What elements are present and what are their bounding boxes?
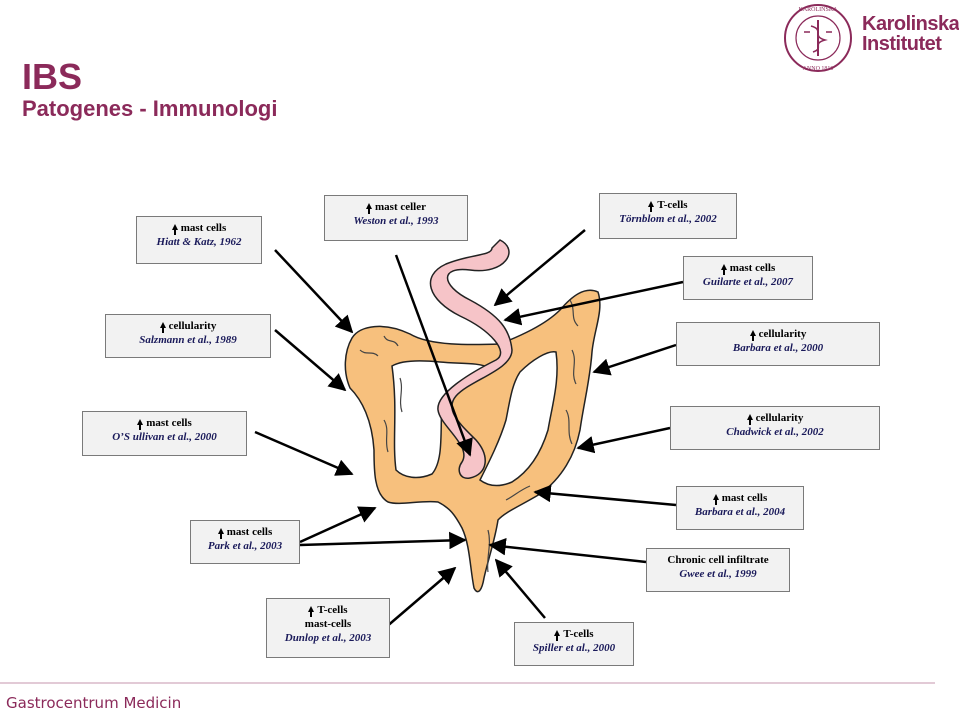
- up-arrow-icon: [217, 528, 224, 539]
- citation-box-hiatt: mast cells Hiatt & Katz, 1962: [136, 216, 262, 264]
- box-label: cellularity: [755, 412, 804, 424]
- citation-box-osullivan: mast cells O’S ullivan et al., 2000: [82, 411, 247, 456]
- footer-text: Gastrocentrum Medicin: [6, 694, 182, 712]
- box-citation: Guilarte et al., 2007: [702, 276, 794, 288]
- box-citation: Törnblom et al., 2002: [619, 213, 717, 225]
- pointer-arrows: [254, 229, 684, 629]
- citation-box-gwee: Chronic cell infiltrate Gwee et al., 199…: [646, 548, 790, 592]
- box-citation: Hiatt & Katz, 1962: [156, 236, 242, 248]
- logo-line-2: Institutet: [862, 33, 942, 55]
- citation-box-tornblom: T-cells Törnblom et al., 2002: [599, 193, 737, 239]
- up-arrow-icon: [366, 203, 372, 214]
- up-arrow-icon: [554, 630, 561, 641]
- up-arrow-icon: [746, 414, 753, 425]
- box-citation: Barbara et al., 2004: [694, 506, 786, 518]
- slide-subtitle: Patogenes - Immunologi: [22, 96, 278, 121]
- citation-box-spiller: T-cells Spiller et al., 2000: [514, 622, 634, 666]
- box-label: T-cells: [317, 604, 348, 616]
- up-arrow-icon: [720, 264, 727, 275]
- box-citation: Salzmann et al., 1989: [139, 334, 237, 346]
- box-label-2: mast-cells: [304, 618, 352, 630]
- svg-text:ANNO 1810: ANNO 1810: [803, 66, 834, 72]
- citation-box-salzmann: cellularity Salzmann et al., 1989: [105, 314, 271, 358]
- box-citation: Barbara et al., 2000: [732, 342, 824, 354]
- box-citation: Weston et al., 1993: [353, 215, 439, 227]
- citation-box-chadwick: cellularity Chadwick et al., 2002: [670, 406, 880, 450]
- box-citation: O’S ullivan et al., 2000: [112, 431, 217, 443]
- karolinska-seal-logo: KAROLINSKA ANNO 1810: [784, 4, 852, 72]
- citation-box-barbara-2004: mast cells Barbara et al., 2004: [676, 486, 804, 530]
- svg-text:KAROLINSKA: KAROLINSKA: [799, 7, 839, 13]
- small-intestine-shape: [429, 239, 513, 479]
- box-label: mast cells: [226, 526, 273, 538]
- box-label: mast cells: [146, 417, 192, 429]
- box-citation: Park et al., 2003: [207, 540, 283, 552]
- box-label: mast cells: [721, 492, 768, 504]
- up-arrow-icon: [308, 606, 315, 617]
- up-arrow-icon: [137, 419, 144, 430]
- box-label: T-cells: [563, 628, 594, 640]
- footer-divider: [0, 682, 935, 684]
- citation-box-dunlop: T-cells mast-cells Dunlop et al., 2003: [266, 598, 390, 658]
- citation-box-barbara-2000: cellularity Barbara et al., 2000: [676, 322, 880, 366]
- box-citation: Gwee et al., 1999: [679, 568, 757, 580]
- up-arrow-icon: [712, 494, 719, 505]
- logo-line-1: Karolinska: [862, 13, 959, 35]
- karolinska-logo-text: Karolinska Institutet: [862, 14, 959, 54]
- citation-box-weston: mast celler Weston et al., 1993: [324, 195, 468, 241]
- box-label: T-cells: [657, 199, 688, 211]
- box-label: mast celler: [375, 201, 426, 213]
- box-label: mast cells: [180, 222, 227, 234]
- box-citation: Spiller et al., 2000: [532, 642, 616, 654]
- slide-title: IBS: [22, 56, 83, 97]
- up-arrow-icon: [648, 201, 655, 212]
- up-arrow-icon: [159, 322, 166, 333]
- box-label: cellularity: [168, 320, 217, 332]
- box-citation: Dunlop et al., 2003: [284, 632, 372, 644]
- citation-box-guilarte: mast cells Guilarte et al., 2007: [683, 256, 813, 300]
- citation-box-park: mast cells Park et al., 2003: [190, 520, 300, 564]
- up-arrow-icon: [749, 330, 756, 341]
- up-arrow-icon: [171, 224, 178, 235]
- box-citation: Chadwick et al., 2002: [726, 426, 824, 438]
- box-label: mast cells: [729, 262, 776, 274]
- box-label: cellularity: [758, 328, 807, 340]
- box-label: Chronic cell infiltrate: [667, 554, 769, 566]
